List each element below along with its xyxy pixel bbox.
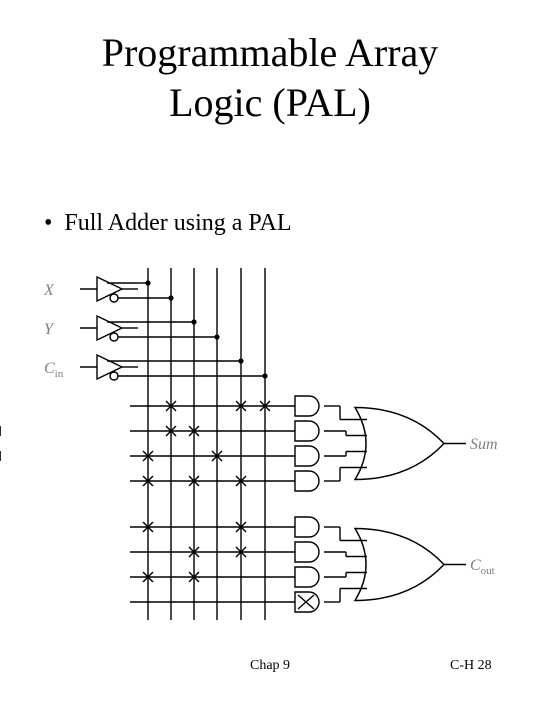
- and-gate-1: [294, 420, 320, 442]
- fuse-cross-icon: [142, 450, 154, 462]
- and-gate-2: [294, 445, 320, 467]
- and-gate-3: [294, 470, 320, 492]
- fuse-cross-icon: [165, 425, 177, 437]
- fuse-cross-icon: [188, 475, 200, 487]
- fuse-cross-icon: [188, 425, 200, 437]
- input-label-0: X: [43, 282, 55, 299]
- inverter-bubble-0: [109, 293, 119, 303]
- fuse-cross-icon: [142, 521, 154, 533]
- junction-dot-comp-2: [262, 373, 268, 379]
- inverter-bubble-1: [109, 332, 119, 342]
- bullet-dot-icon: •: [44, 210, 53, 236]
- fuse-cross-icon: [188, 571, 200, 583]
- bullet-item: • Full Adder using a PAL: [44, 208, 292, 238]
- or-gate-1: [353, 527, 446, 602]
- or-gate-0: [353, 406, 446, 481]
- fuse-cross-icon: [142, 475, 154, 487]
- and-gate-0: [294, 395, 320, 417]
- title-line-2: Logic (PAL): [169, 80, 371, 125]
- fuse-cross-icon: [235, 475, 247, 487]
- buffer-gate-2: [96, 353, 124, 381]
- footer-page-number: C-H 28: [450, 658, 492, 673]
- fuse-cross-icon: [142, 571, 154, 583]
- fuse-cross-icon: [211, 450, 223, 462]
- input-label-1: Y: [44, 321, 55, 338]
- footer-chapter: Chap 9: [250, 658, 291, 673]
- fuse-cross-icon: [259, 400, 271, 412]
- output-label-1-subscript: out: [481, 565, 495, 577]
- slide-title: Programmable Array Logic (PAL): [0, 28, 540, 128]
- bullet-text: Full Adder using a PAL: [64, 210, 292, 236]
- input-label-2-subscript: in: [55, 368, 64, 380]
- unused-gate-cross-icon: [297, 594, 315, 610]
- and-gate-7: [294, 591, 320, 613]
- inverter-bubble-2: [109, 371, 119, 381]
- junction-dot-true-1: [191, 319, 197, 325]
- input-label-2: Cin: [44, 360, 64, 380]
- fuse-cross-icon: [235, 546, 247, 558]
- buffer-gate-0: [96, 275, 124, 303]
- fuse-cross-icon: [235, 400, 247, 412]
- and-gate-4: [294, 516, 320, 538]
- junction-dot-comp-1: [214, 334, 220, 340]
- title-line-1: Programmable Array: [101, 30, 439, 75]
- output-label-0: Sum: [470, 436, 498, 453]
- junction-dot-true-2: [238, 358, 244, 364]
- gates-layer: [96, 275, 446, 613]
- fuse-cross-icon: [188, 546, 200, 558]
- buffer-gate-1: [96, 314, 124, 342]
- and-gate-6: [294, 566, 320, 588]
- and-gate-5: [294, 541, 320, 563]
- fuse-cross-icon: [235, 521, 247, 533]
- fuse-cross-icon: [165, 400, 177, 412]
- output-label-1: Cout: [470, 557, 495, 577]
- junction-dot-comp-0: [168, 295, 174, 301]
- wires-layer: [0, 268, 466, 620]
- junction-dot-true-0: [145, 280, 151, 286]
